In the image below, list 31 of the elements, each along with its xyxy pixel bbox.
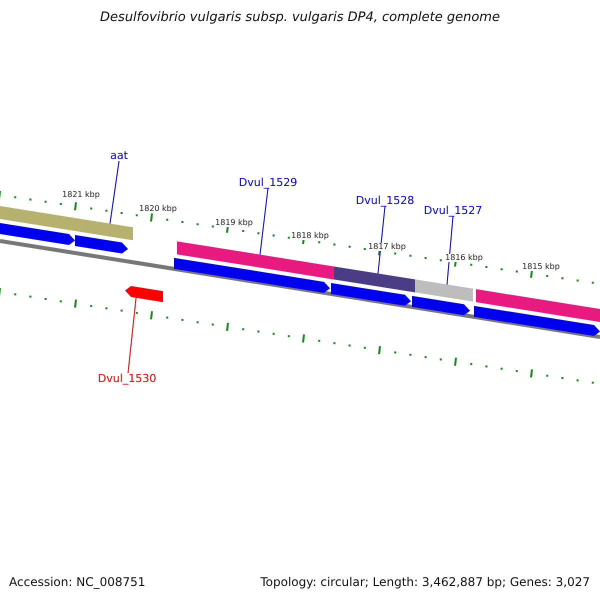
accession-text: Accession: NC_008751: [9, 576, 146, 588]
feature-bar: [415, 279, 473, 302]
feature-bar: [177, 241, 334, 280]
gene-label: Dvul_1529: [238, 177, 298, 188]
gene-arrow: [125, 286, 163, 302]
gene-feature: [331, 282, 411, 306]
gene-label: Dvul_1528: [356, 195, 414, 206]
title: Desulfovibrio vulgaris subsp. vulgaris DP4, complete genome: [100, 11, 500, 24]
gene-feature: [75, 235, 128, 254]
leader-line: [446, 216, 454, 286]
gene-feature: [412, 296, 470, 316]
genome-info-text: Topology: circular; Length: 3,462,887 bp; Genes: 3,027: [260, 576, 590, 588]
gene-feature: [0, 223, 75, 246]
leader-line: [260, 188, 268, 256]
scale-label: 1816 kbp: [445, 254, 483, 262]
gene-feature: [474, 306, 600, 336]
feature-bar: [0, 206, 133, 240]
leader-line: [110, 160, 120, 224]
feature-bar: [476, 289, 600, 322]
leader-line: [128, 297, 136, 374]
scale-label: 1818 kbp: [291, 232, 329, 240]
scale-label: 1821 kbp: [62, 191, 100, 199]
scale-label: 1817 kbp: [368, 243, 406, 251]
feature-bar: [334, 266, 415, 292]
leader-line: [378, 206, 386, 274]
gene-feature: [174, 258, 330, 293]
gene-label: aat: [110, 150, 128, 161]
gene-label: Dvul_1530: [98, 373, 156, 384]
scale-label: 1819 kbp: [215, 219, 253, 227]
gene-label: Dvul_1527: [424, 205, 482, 216]
scale-label: 1815 kbp: [522, 263, 560, 271]
